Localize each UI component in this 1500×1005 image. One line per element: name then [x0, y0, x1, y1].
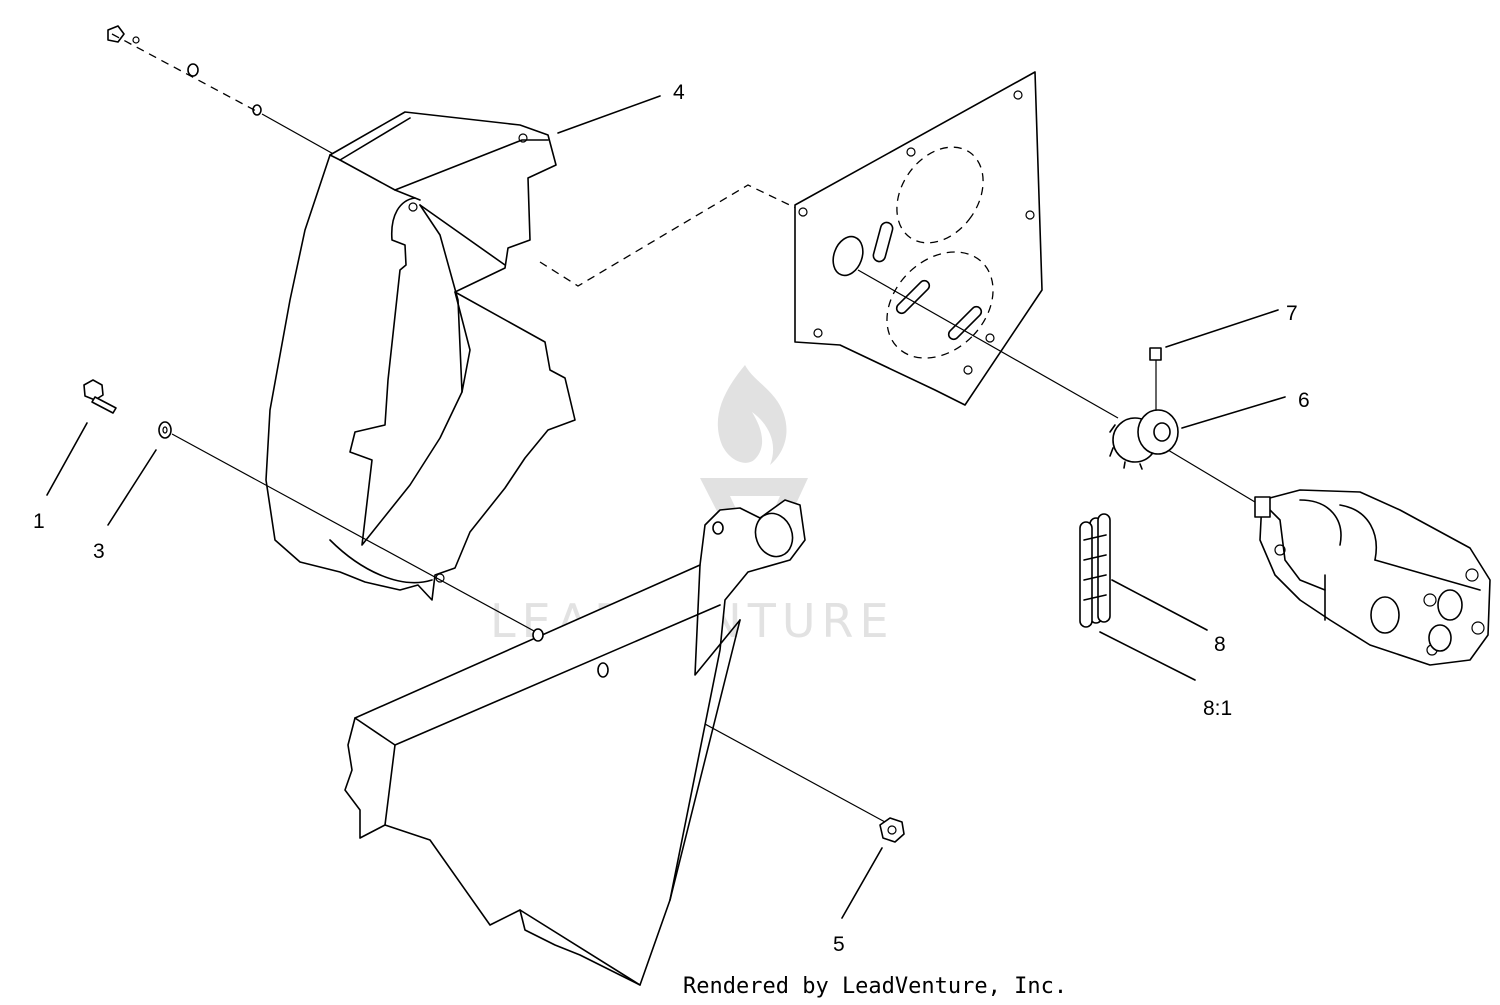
bolt — [83, 379, 117, 414]
axis-line-bolt — [171, 433, 886, 823]
render-credit: Rendered by LeadVenture, Inc. — [683, 974, 1067, 999]
washer — [158, 421, 172, 439]
mounting-bracket — [344, 499, 806, 986]
watermark-logo — [700, 365, 808, 560]
callout-5: 5 — [833, 933, 845, 956]
chain-guard-shroud — [265, 111, 576, 601]
top-hardware — [107, 25, 262, 116]
callout-3: 3 — [93, 540, 105, 563]
callout-1: 1 — [33, 510, 45, 533]
sprocket — [1109, 409, 1179, 470]
leader-lines — [46, 95, 1286, 919]
hydraulic-motor — [1254, 489, 1491, 666]
chain — [1079, 513, 1111, 628]
mounting-plate — [794, 71, 1043, 406]
callout-7: 7 — [1286, 302, 1298, 325]
nut — [879, 817, 905, 843]
callout-6: 6 — [1298, 389, 1310, 412]
axis-line-motor — [1167, 449, 1266, 509]
callout-8-1: 8:1 — [1203, 697, 1232, 720]
dash-guide-plate — [539, 184, 801, 287]
set-screw — [1149, 347, 1162, 410]
axis-line-sprocket — [857, 269, 1119, 419]
callout-8: 8 — [1214, 633, 1226, 656]
callout-4: 4 — [673, 81, 685, 104]
